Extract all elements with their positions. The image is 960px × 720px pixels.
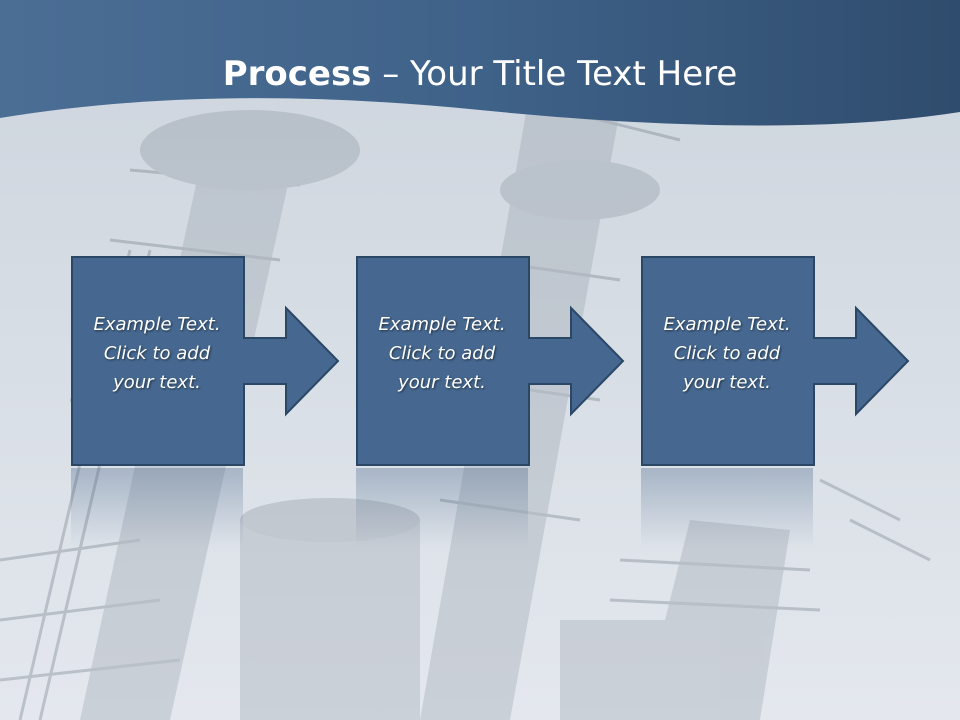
step-reflection xyxy=(356,468,528,548)
title-text: – Your Title Text Here xyxy=(371,54,738,94)
step-arrow-shape xyxy=(356,256,625,466)
step-arrow-shape xyxy=(641,256,910,466)
step-text[interactable]: Example Text. Click to add your text. xyxy=(93,314,221,393)
step-text[interactable]: Example Text. Click to add your text. xyxy=(663,314,791,393)
step-text[interactable]: Example Text. Click to add your text. xyxy=(378,314,506,393)
process-step-3[interactable]: Example Text. Click to add your text. xyxy=(641,256,960,556)
step-reflection xyxy=(641,468,813,548)
step-arrow-shape xyxy=(71,256,340,466)
step-reflection xyxy=(71,468,243,548)
title-bold-text: Process xyxy=(222,54,372,94)
process-step-1[interactable]: Example Text. Click to add your text. xyxy=(71,256,411,556)
slide-title[interactable]: Process – Your Title Text Here xyxy=(0,52,960,96)
process-step-2[interactable]: Example Text. Click to add your text. xyxy=(356,256,696,556)
header-banner xyxy=(0,0,960,126)
